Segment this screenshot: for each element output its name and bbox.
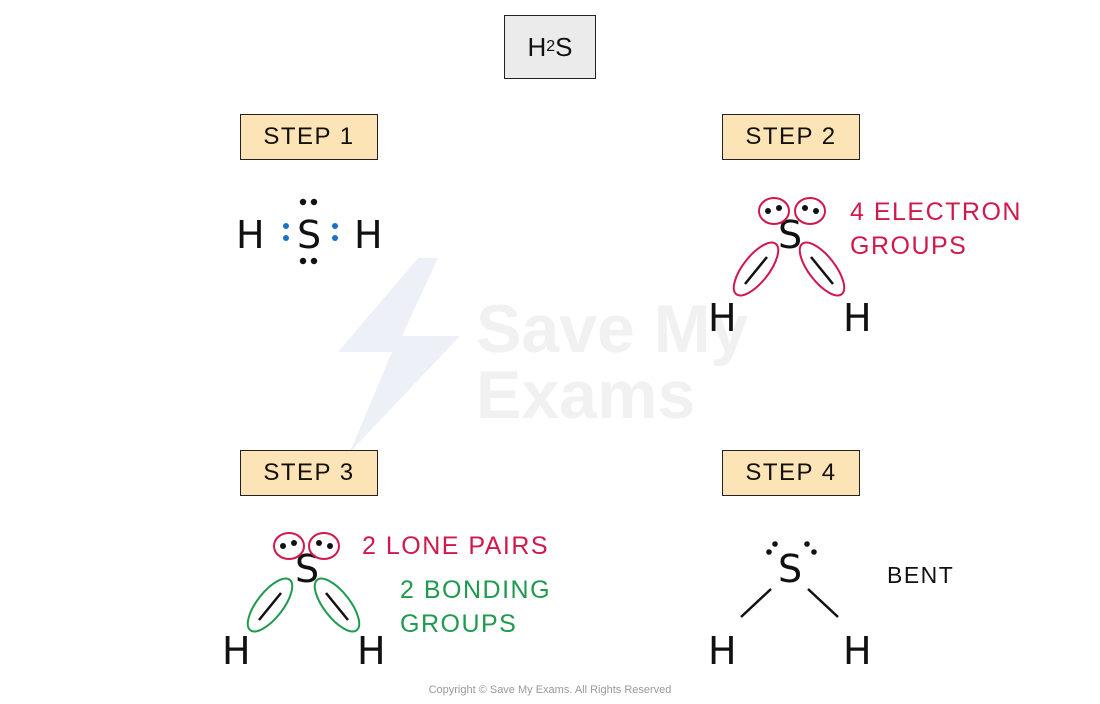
step3-lone-pair-ellipses [273,532,340,560]
formula-subscript: 2 [546,38,556,55]
step2-bond-lines [744,256,834,285]
watermark-line2: Exams [476,357,695,433]
step2-lone-pair-left [758,197,790,225]
step-4-label: STEP 4 [722,450,860,496]
step-2-electron-groups: S H H [708,197,872,340]
step3-lone-pair-left [273,532,305,560]
step2-lone-pair-right [794,197,826,225]
step4-h-right: H [843,629,872,673]
step-3-label: STEP 3 [240,450,378,496]
electron-groups-annotation: 4 ELECTRON GROUPS [850,198,1022,260]
step1-h-right: H [354,213,383,257]
lone-pairs-annotation: 2 LONE PAIRS [362,532,550,560]
step1-lone-pair-dots [299,198,318,265]
bonding-groups-annotation: 2 BONDING GROUPS [400,576,552,638]
step-1-lewis-structure: H S H [236,198,383,265]
step3-lone-pair-dots [280,540,333,549]
watermark-line1: Save My [476,291,748,367]
step-4-bent-shape: S H H [708,541,872,673]
copyright-notice: Copyright © Save My Exams. All Rights Re… [428,684,672,696]
step3-bond-right [313,577,361,633]
step-3-groups: S H H [222,532,386,673]
formula-main: H [527,31,547,62]
step4-s: S [778,547,802,591]
step2-lone-pair-dots [765,205,819,214]
step4-bond-lines [740,588,839,618]
step1-s: S [297,213,321,257]
step1-bonding-dots [283,223,338,241]
step3-h-left: H [222,629,251,673]
formula-tail: S [555,31,573,62]
step4-lone-pair-dots [766,541,817,555]
shape-name-label: BENT [887,562,955,588]
step2-group-ellipses [732,197,846,297]
step1-h-left: H [236,213,265,257]
step-1-label: STEP 1 [240,114,378,160]
step2-bond-left [732,241,780,297]
step3-bonding-ellipses [246,577,361,633]
step3-lone-pair-right [308,532,340,560]
step2-bond-right [798,241,846,297]
step-2-label: STEP 2 [722,114,860,160]
step3-bond-lines [258,592,349,621]
step2-h-right: H [843,296,872,340]
step3-h-right: H [357,629,386,673]
step2-h-left: H [708,296,737,340]
watermark-bolt-icon [338,258,460,452]
step3-bond-left [246,577,294,633]
step4-h-left: H [708,629,737,673]
